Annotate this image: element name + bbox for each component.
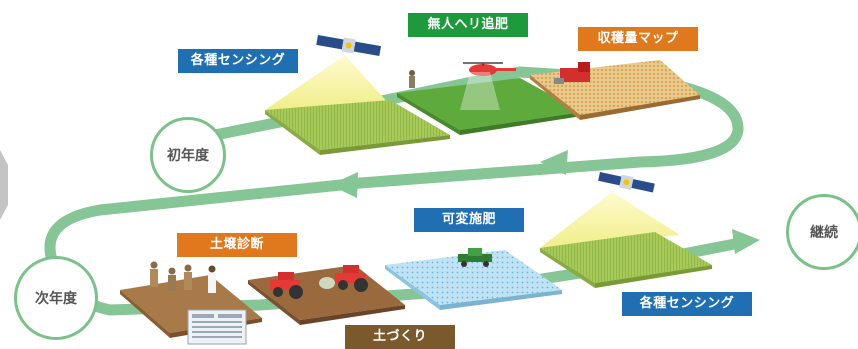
harvester-icon	[554, 62, 590, 84]
sensing-beam-1	[265, 55, 390, 110]
label-soil-making: 土づくり	[345, 325, 455, 349]
transplanter-icon	[458, 248, 492, 267]
left-edge-chevron	[0, 150, 8, 220]
label-soil-diagnosis: 土壌診断	[177, 233, 297, 257]
label-sensing-1: 各種センシング	[178, 49, 298, 73]
flow-arrow-head-3	[732, 229, 760, 254]
tractor-icon	[270, 272, 303, 299]
field-sensing-1	[265, 100, 450, 150]
label-sensing-2: 各種センシング	[622, 292, 752, 316]
label-variable-fertilize: 可変施肥	[414, 208, 524, 232]
flow-arrow-head-1	[540, 150, 568, 175]
stage-continue: 継続	[786, 194, 858, 270]
label-yield-map: 収穫量マップ	[578, 27, 698, 51]
flow-arrow-head-2	[330, 172, 358, 198]
label-drone-fertilize: 無人ヘリ追肥	[408, 13, 528, 37]
satellite-icon	[598, 172, 655, 193]
helicopter-icon	[463, 62, 516, 76]
farmer-icon	[150, 261, 216, 293]
field-drone	[397, 78, 582, 130]
satellite-icon	[316, 35, 382, 56]
field-sensing-2	[540, 232, 712, 283]
stage-first-year: 初年度	[150, 117, 226, 193]
farmer-icon	[409, 70, 415, 88]
stage-next-year: 次年度	[14, 256, 98, 340]
field-variable-fertilize	[385, 250, 562, 305]
tractor-icon	[319, 265, 368, 292]
